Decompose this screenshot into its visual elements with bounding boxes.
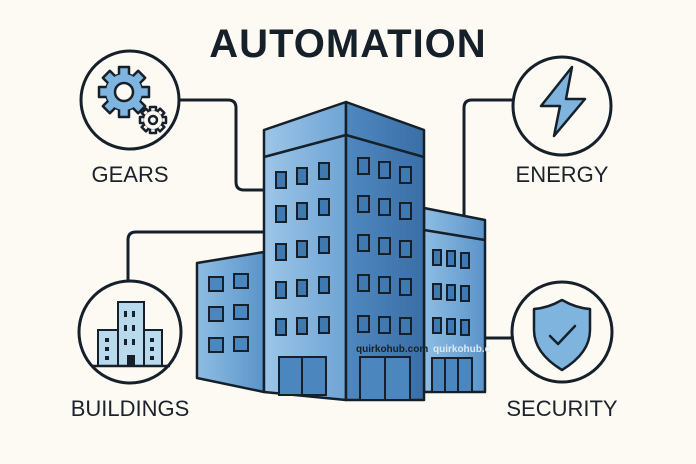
gears-circle	[79, 49, 181, 151]
building-windows	[208, 157, 470, 353]
shield-check-icon	[532, 298, 592, 372]
city-buildings-icon	[92, 301, 170, 368]
energy-circle	[511, 55, 613, 157]
security-circle	[510, 280, 614, 384]
buildings-circle	[77, 279, 183, 385]
label-energy: ENERGY	[515, 162, 609, 187]
label-security: SECURITY	[506, 396, 618, 421]
page-title: AUTOMATION	[209, 22, 487, 66]
label-gears: GEARS	[91, 162, 169, 187]
watermark-right: quirkohub.c	[433, 344, 491, 355]
building-doors	[278, 356, 473, 401]
gears-icon	[97, 65, 168, 135]
label-buildings: BUILDINGS	[70, 396, 190, 421]
lightning-bolt-icon	[539, 65, 587, 138]
watermark-left: quirkohub.com	[356, 344, 429, 355]
connector-lines	[126, 98, 514, 340]
